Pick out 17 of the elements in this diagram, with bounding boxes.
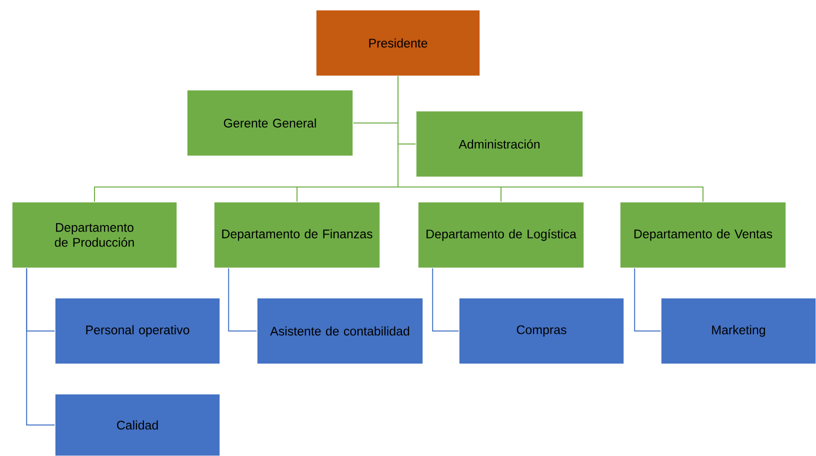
connector-line [432, 268, 460, 332]
connector-line [228, 268, 258, 332]
department-box: Departamento de Producción [12, 202, 178, 268]
department-box: Departamento de Finanzas [214, 202, 380, 268]
connector-line [26, 268, 56, 426]
department-box: Departamento de Ventas [620, 202, 786, 268]
connector-line [398, 76, 704, 202]
manager-box: Administración [416, 110, 584, 178]
staff-box: Compras [458, 298, 624, 364]
staff-box: Calidad [54, 394, 220, 456]
president-box: Presidente [316, 10, 480, 76]
connector-line [634, 268, 662, 332]
staff-box: Personal operativo [54, 298, 220, 364]
manager-box: Gerente General [186, 90, 354, 156]
staff-box: Marketing [660, 298, 816, 364]
staff-box: Asistente de contabilidad [256, 298, 424, 364]
department-box: Departamento de Logística [418, 202, 584, 268]
